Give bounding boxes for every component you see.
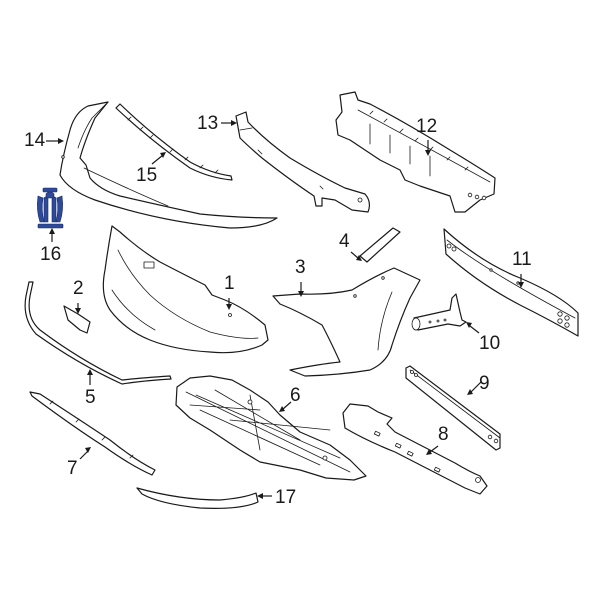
callout-17[interactable]: 16 <box>40 244 62 265</box>
part-3-bumper-cover-upper[interactable] <box>272 267 421 377</box>
callout-4[interactable]: 4 <box>339 231 350 252</box>
callout-8[interactable]: 17 <box>275 487 297 508</box>
callout-1[interactable]: 1 <box>224 273 235 294</box>
callout-16[interactable]: 15 <box>136 165 158 186</box>
part-14-upper-absorber[interactable] <box>235 111 371 213</box>
part-16-grille-molding[interactable] <box>115 103 233 181</box>
part-13-energy-absorber[interactable] <box>335 91 496 213</box>
callout-11[interactable]: 10 <box>479 333 501 354</box>
part-5-lower-trim-strip[interactable] <box>24 281 172 385</box>
callout-13[interactable]: 12 <box>416 116 438 137</box>
callout-12[interactable]: 11 <box>512 249 532 270</box>
part-12-impact-bar[interactable] <box>443 228 579 337</box>
part-6-lower-splash-shield[interactable] <box>175 375 367 481</box>
callout-14[interactable]: 13 <box>197 113 219 134</box>
part-11-mounting-bracket[interactable] <box>411 293 467 331</box>
callout-15[interactable]: 14 <box>24 130 46 151</box>
callout-10[interactable]: 9 <box>479 373 490 394</box>
callout-6[interactable]: 6 <box>290 385 301 406</box>
part-4-molding-strip[interactable] <box>359 227 401 263</box>
part-8-lower-molding[interactable] <box>136 487 259 509</box>
leader-lines <box>46 120 524 499</box>
callout-7[interactable]: 7 <box>67 458 78 479</box>
part-15-upper-grille-trim[interactable] <box>59 101 278 229</box>
part-9-air-deflector[interactable] <box>342 403 488 495</box>
part-1-bumper-cover[interactable] <box>102 225 269 354</box>
part-10-reinforcement-bar[interactable] <box>405 365 501 451</box>
callout-3[interactable]: 3 <box>295 257 306 278</box>
part-7-spoiler-lip[interactable] <box>29 391 156 476</box>
part-17-emblem[interactable] <box>37 187 64 229</box>
callout-5[interactable]: 5 <box>85 387 96 408</box>
callout-9[interactable]: 8 <box>438 424 449 445</box>
callout-2[interactable]: 2 <box>73 278 84 299</box>
